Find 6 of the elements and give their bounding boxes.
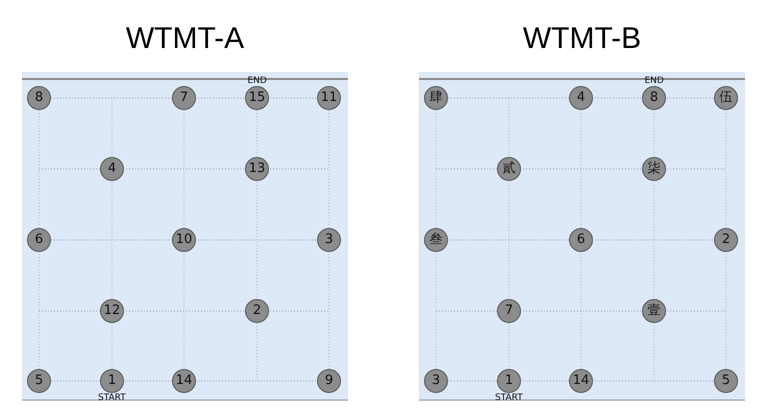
panel-title: WTMT-B	[522, 21, 642, 57]
point-label: END	[248, 76, 267, 86]
point-label: END	[644, 76, 664, 86]
panel-title: WTMT-A	[124, 21, 246, 57]
point-label: START	[98, 393, 126, 403]
point-label: START	[495, 393, 523, 403]
